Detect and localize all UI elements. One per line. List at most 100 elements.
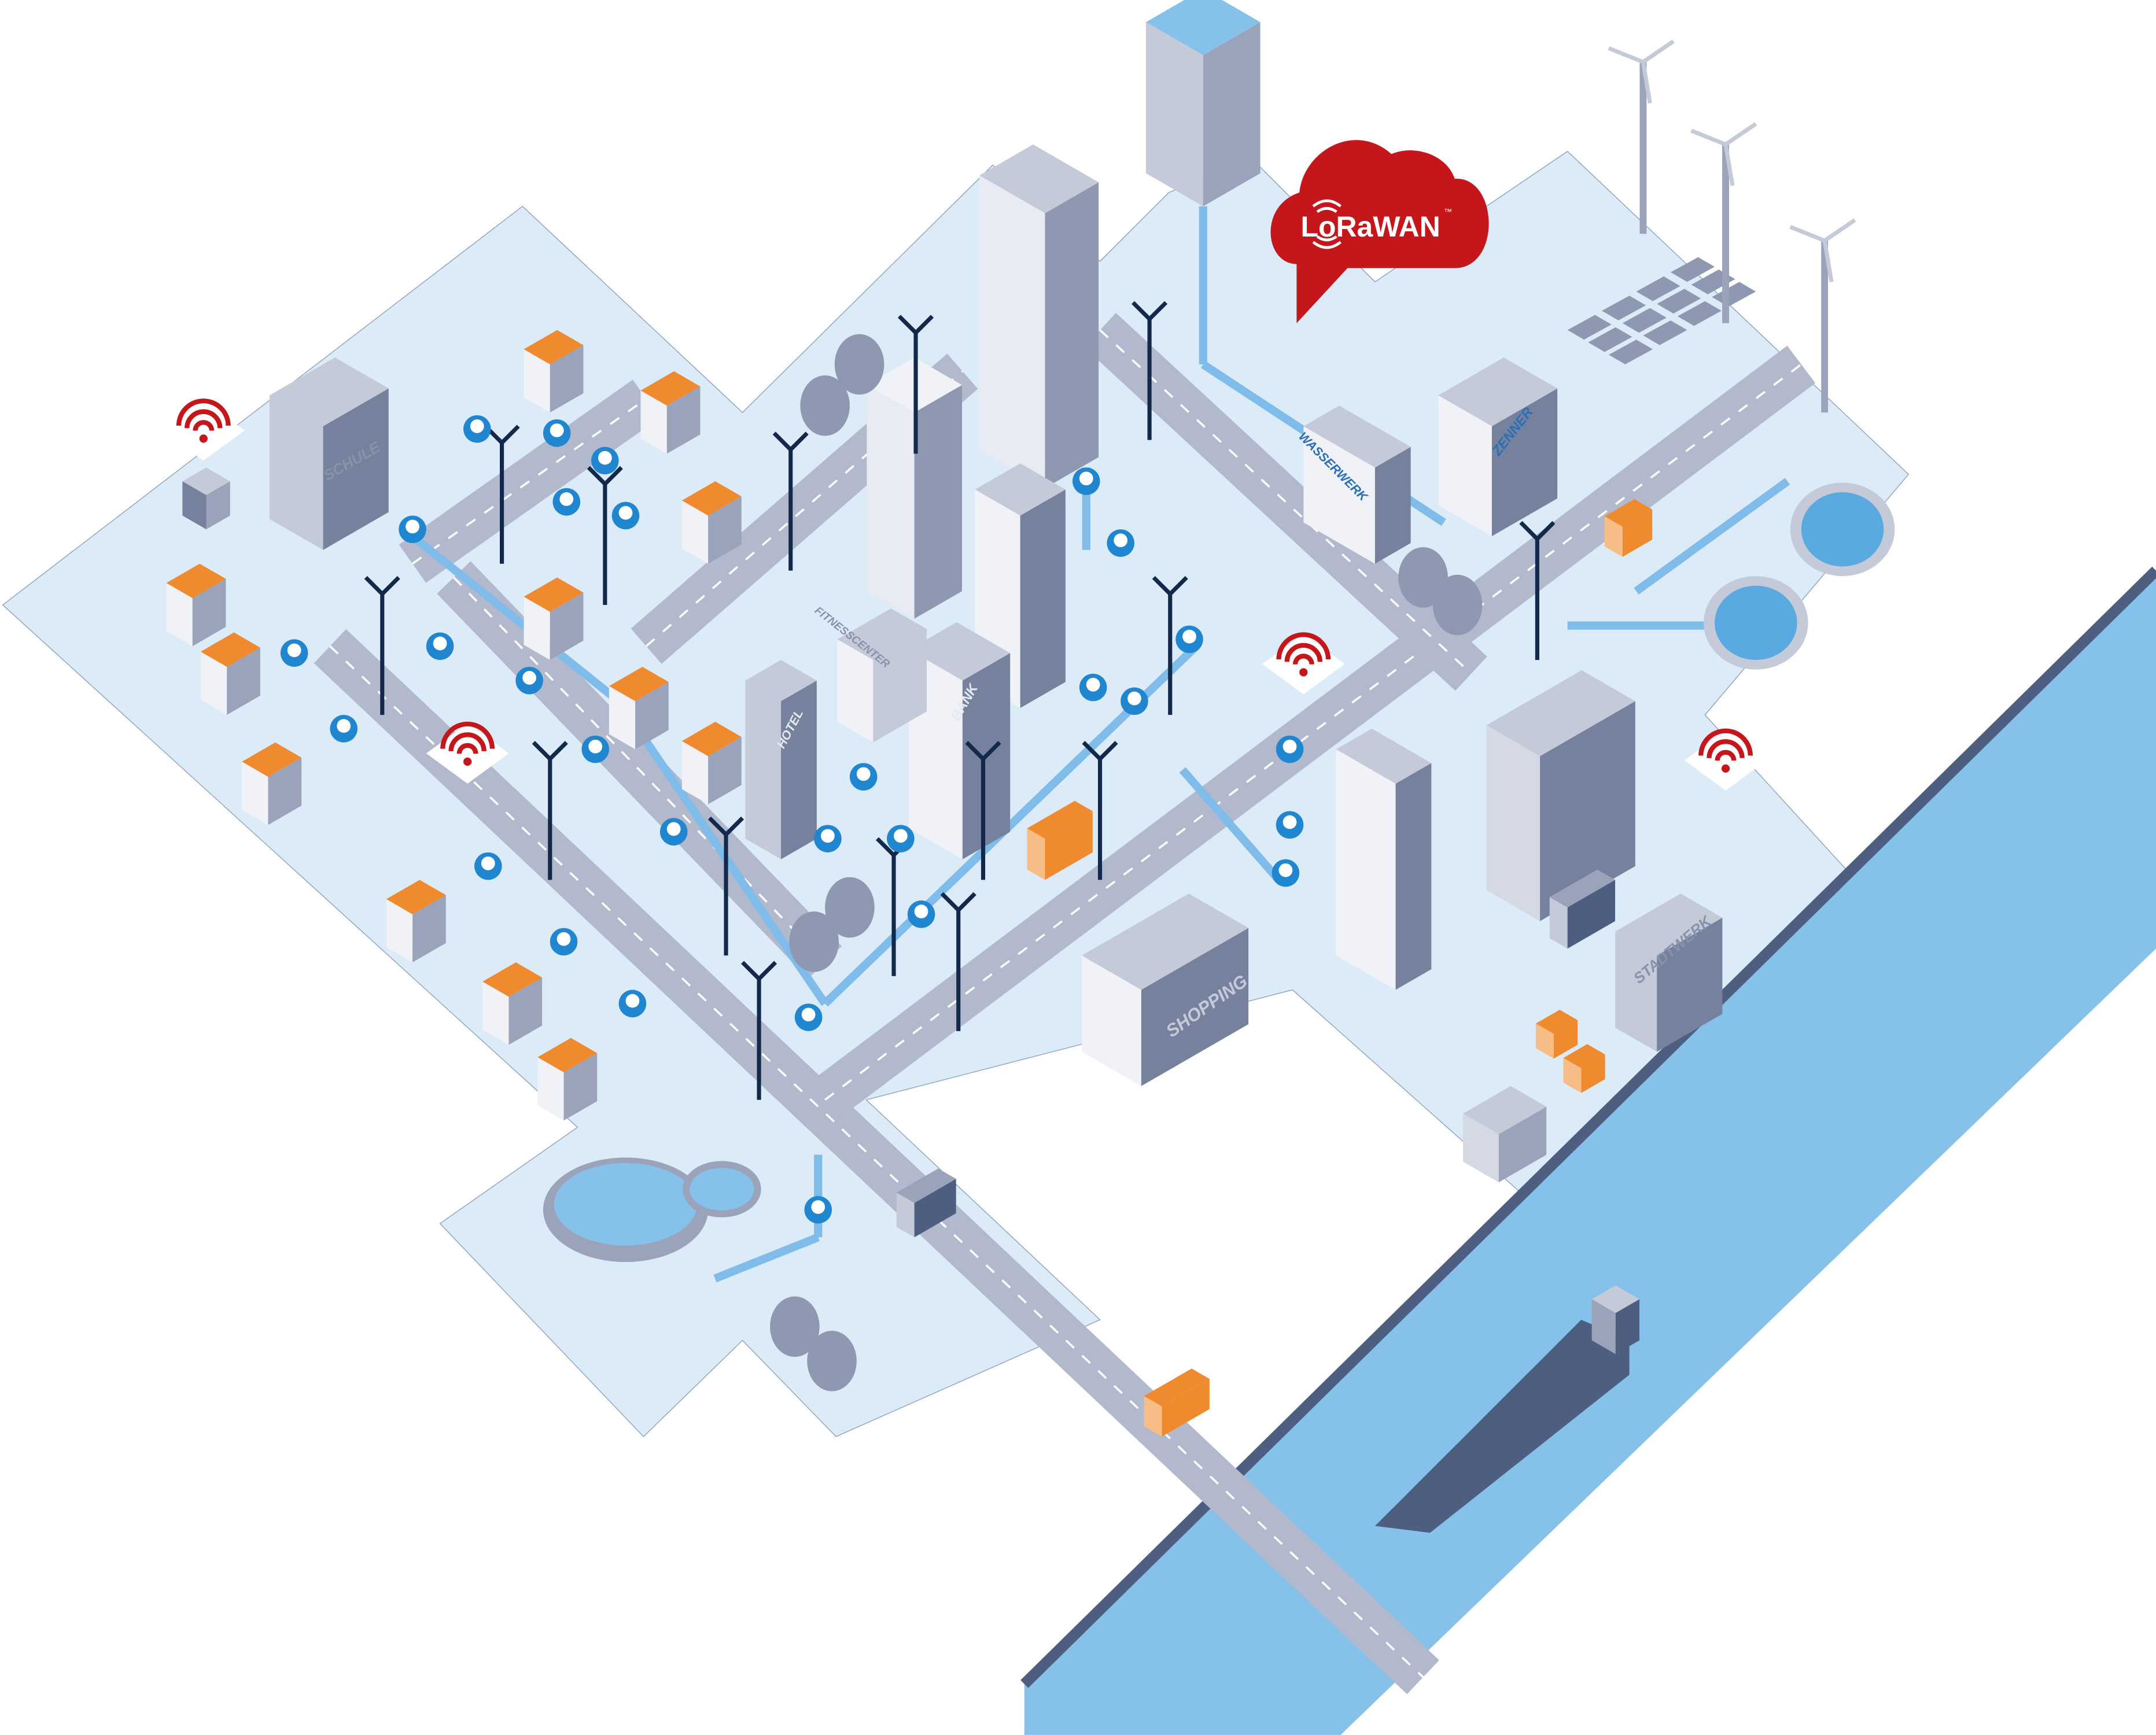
meter-dial-icon [625,994,640,1008]
signal-icon [1312,199,1341,249]
building-roof [524,330,584,365]
building-right-face [268,757,302,825]
building-right-face [323,388,389,550]
building-right-face [781,680,817,859]
meter-dial-icon [856,767,871,781]
wifi-arc-icon [1707,739,1745,759]
building-left-face [1144,1396,1162,1437]
building-roof [1438,357,1558,427]
building-left-face [269,395,323,550]
pool-water [554,1163,698,1246]
wifi-arc-icon [440,721,495,749]
meter-dial-icon [1127,691,1141,706]
street-light-arms [741,961,777,982]
gas-meter-icon [834,334,884,395]
building-left-face [1145,22,1203,206]
solar-panel [1608,339,1653,365]
house [640,371,701,454]
gateway-box [182,467,230,530]
road-marking [329,645,1424,1678]
building-right-face [1395,763,1432,990]
building-right-face [708,737,742,804]
building-right-face [1045,811,1093,880]
street-light-arms [484,424,520,446]
building-right-face [1162,1379,1210,1437]
building-roof [182,467,230,495]
building-roof [979,144,1099,213]
building-left-face [681,741,709,804]
building-left-face [1486,725,1540,921]
wifi-dot-icon [1299,668,1308,677]
lorawan-gateway-icon [1262,632,1345,695]
logo-text: LoRaWAN [1301,211,1440,243]
orange-truck [1027,800,1093,880]
house [524,330,584,413]
building-left-face [1027,828,1045,880]
building-roof [640,371,701,406]
residential-tower [1336,728,1432,990]
meter-dial-icon [406,519,419,534]
city-objects [162,0,1895,1533]
delivery-van [1563,1044,1605,1093]
solar-panel [1670,257,1715,282]
building-right-face [914,1179,956,1238]
house [200,632,260,715]
meter-dial-icon [811,1200,825,1214]
building-left-face [837,639,874,743]
street-light-arms [1519,520,1556,542]
pipe [410,533,622,704]
lorawan-cloud-logo: LoRaWAN ™ [1270,140,1489,323]
building-left-face [537,1057,564,1121]
building-left-face [1536,1023,1554,1059]
building-left-face [1604,516,1623,557]
gas-meter-icon [800,375,850,436]
solar-panel [1602,296,1646,320]
building-right-face [1553,1020,1578,1059]
building-roof [837,608,927,660]
building-roof [896,1168,956,1203]
house [609,666,669,750]
street-light-arms [707,816,745,837]
road-marking [1099,329,1472,675]
road-marking [824,363,1802,1101]
lorawan-gateway-icon [1684,728,1767,791]
building-roof [1604,499,1653,527]
building-left-face [681,500,709,564]
lorawan-gateway-icon [426,721,509,784]
building-roof [386,880,446,914]
skyscraper [979,144,1099,488]
meter-dial-icon [1282,815,1297,829]
tank-water [1801,492,1884,567]
building-right-face [550,345,584,413]
solar-panel [1657,289,1701,314]
building-right-face [563,1053,598,1121]
house [482,962,543,1045]
stadtwerk-building [1615,894,1723,1052]
solar-panel [1636,276,1680,301]
pipe [1634,478,1790,595]
meter-dial-icon [287,643,301,658]
meter-dial-icon [433,636,447,651]
building-left-face [640,390,667,454]
wifi-arc-icon [1715,750,1737,761]
meter-dial-icon [337,719,351,733]
building-roof [1336,728,1432,784]
building-left-face [1303,426,1375,564]
building-right-face [1491,388,1558,537]
warehouse [1463,1086,1547,1183]
building-roof [1591,1285,1640,1313]
logo-trademark: ™ [1444,208,1452,217]
gas-meter-icon [770,1296,820,1357]
building-roof [681,481,742,516]
building-right-face [666,386,701,454]
solar-panel [1567,315,1612,340]
street-light-arms [364,575,400,597]
meter-dial-icon [559,492,574,506]
solar-panel [1643,320,1687,345]
building-left-face [482,981,509,1045]
building-left-face [1463,1113,1499,1183]
building-right-face [873,629,927,743]
building-left-face [1336,749,1396,990]
wifi-arc-icon [448,732,487,752]
